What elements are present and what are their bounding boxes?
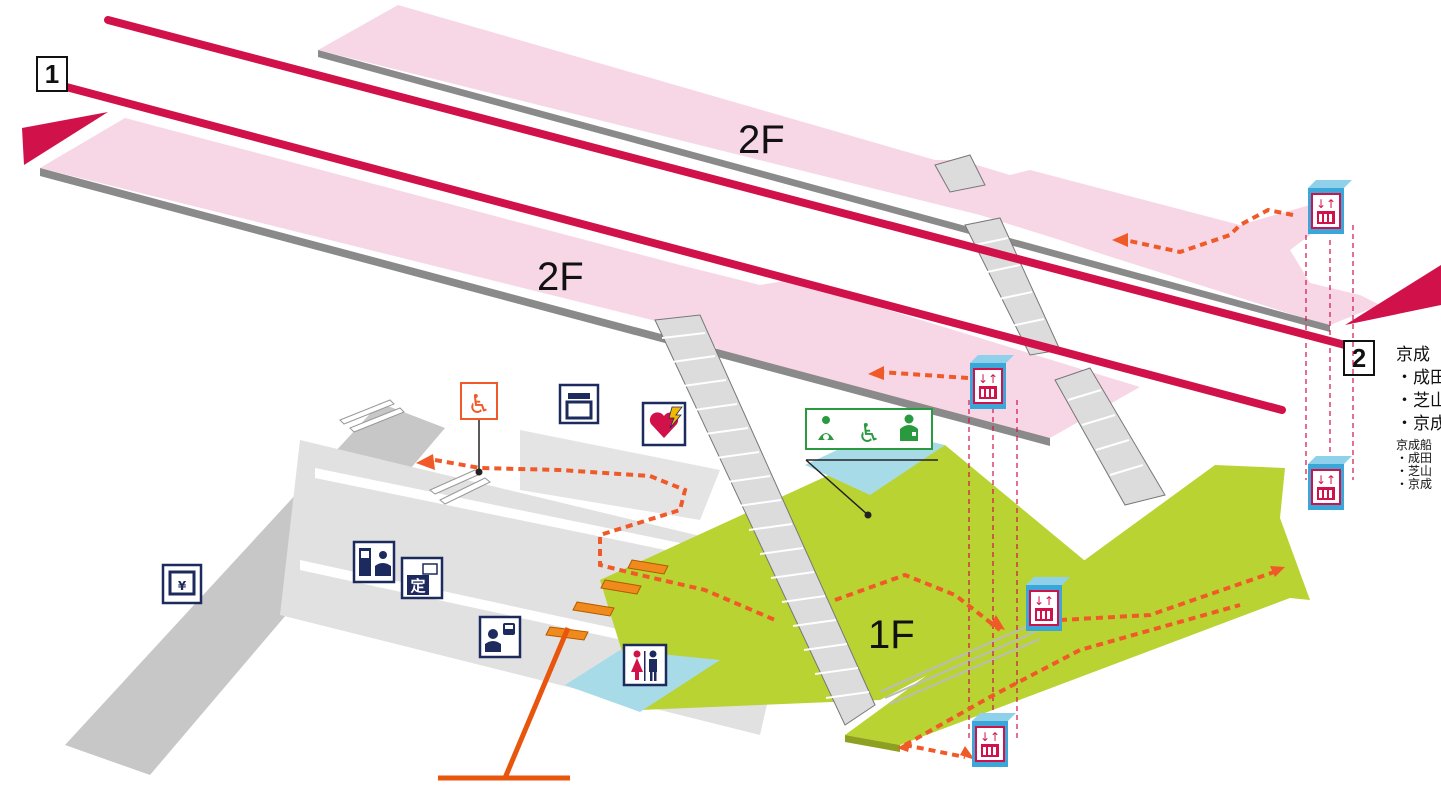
upper-floor-back — [318, 5, 1380, 325]
info-line-2: ・成田 — [1396, 368, 1441, 388]
floor-label-2f-back: 2F — [738, 118, 785, 162]
exit-marker — [438, 627, 571, 781]
info-line-6: ・成田 — [1396, 451, 1433, 465]
accessible-route — [434, 207, 1294, 747]
info-line-7: ・芝山 — [1396, 464, 1433, 478]
route-arrowheads — [416, 233, 1285, 760]
svg-text:♿: ♿ — [467, 390, 490, 420]
direction-arrow-right — [1345, 265, 1441, 325]
elevator-shafts — [968, 225, 1354, 740]
ground-floor — [65, 399, 1310, 775]
track-upper — [104, 16, 1349, 349]
info-line-1: 京成 — [1396, 345, 1430, 365]
accessible-toilet-sign[interactable]: ♿ — [805, 408, 938, 519]
svg-text:定: 定 — [410, 577, 425, 595]
ticket-machine-icon[interactable] — [352, 540, 396, 584]
info-line-8: ・京成 — [1396, 477, 1433, 491]
baby-changing-icon — [818, 416, 834, 440]
upper-floors — [40, 5, 1380, 446]
svg-text:↓↑: ↓↑ — [1034, 594, 1054, 608]
entrance-stairs — [339, 399, 491, 505]
stair-treads — [661, 237, 1144, 699]
coin-locker-icon[interactable] — [558, 383, 600, 425]
svg-text:↓↑: ↓↑ — [1316, 473, 1336, 487]
svg-text:↓↑: ↓↑ — [980, 730, 1000, 744]
platform-1f-area — [600, 445, 1090, 710]
stair-markers — [545, 559, 669, 641]
track-lower — [36, 76, 1286, 414]
commuter-pass-icon[interactable]: 定 — [400, 556, 444, 600]
elevators: ↓↑ ↓↑ ↓↑ ↓↑ ↓↑ — [970, 180, 1352, 767]
svg-text:¥: ¥ — [178, 579, 187, 593]
elevator-icon[interactable]: ↓↑ — [1308, 180, 1352, 234]
info-line-5: 京成船 — [1396, 438, 1433, 452]
ostomate-icon — [900, 414, 918, 441]
aed-icon[interactable] — [641, 401, 687, 447]
restroom-icon[interactable] — [622, 643, 668, 687]
elevator-icon[interactable]: ↓↑ — [970, 355, 1014, 409]
svg-text:↓↑: ↓↑ — [1316, 197, 1336, 211]
wheelchair-icon: ♿ — [857, 419, 880, 449]
platform-2-number: 2 — [1352, 343, 1366, 373]
platform-1-badge: 1 — [36, 56, 68, 92]
elevator-icon[interactable]: ↓↑ — [1026, 577, 1070, 631]
direction-arrow-left — [22, 112, 108, 165]
tracks — [36, 16, 1349, 414]
info-line-3: ・芝山 — [1396, 391, 1441, 411]
floor-label-1f: 1F — [868, 613, 915, 657]
platform-2-badge: 2 — [1343, 340, 1375, 376]
platform-1-number: 1 — [45, 59, 59, 89]
info-line-4: ・京成 — [1396, 414, 1441, 434]
platform-2-info: 京成 ・成田 ・芝山 ・京成 京成船 ・成田 ・芝山 ・京成 — [1396, 347, 1441, 491]
wheelchair-ramp-icon[interactable]: ♿ — [460, 382, 498, 476]
platform-1f-right — [845, 465, 1310, 745]
floor-label-2f-front: 2F — [537, 255, 584, 299]
elevator-icon[interactable]: ↓↑ — [972, 713, 1016, 767]
station-staff-icon[interactable] — [478, 615, 522, 659]
svg-text:↓↑: ↓↑ — [978, 372, 998, 386]
elevator-icon[interactable]: ↓↑ — [1308, 456, 1352, 510]
underpass-steps — [879, 624, 1041, 705]
upper-floor-front — [40, 118, 1140, 438]
atm-icon[interactable]: ¥ — [161, 563, 203, 605]
